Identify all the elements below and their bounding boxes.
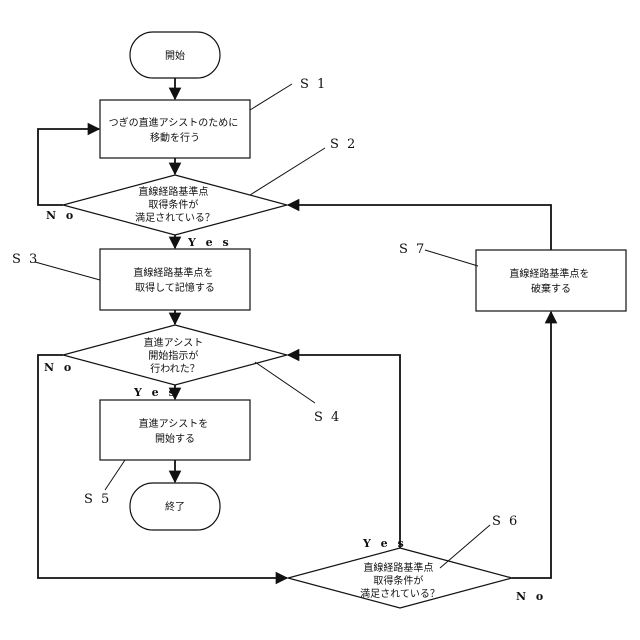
s1-leader-line <box>250 84 292 110</box>
s5-leader-line <box>105 460 125 490</box>
arrow-s6-yes-to-s4 <box>288 355 400 548</box>
s3-leader-line <box>35 262 100 280</box>
s4-yes-label: Y e s <box>133 386 178 399</box>
s4-no-label: N o <box>44 361 74 374</box>
s2-no-label: N o <box>46 209 76 222</box>
s3-ref-label: S 3 <box>12 252 39 267</box>
s2-yes-label: Y e s <box>187 236 232 249</box>
s1-process-box <box>100 100 250 158</box>
s3-process-box <box>100 249 250 310</box>
s4-label: 直進アシスト 開始指示が 行われた？ <box>144 336 207 375</box>
s6-leader-line <box>440 525 490 568</box>
s7-process-box <box>476 250 626 311</box>
arrow-s6-no-to-s7 <box>512 312 551 578</box>
s4-leader-line <box>255 362 315 403</box>
s5-ref-label: S 5 <box>84 492 111 507</box>
end-label: 終了 <box>165 500 185 513</box>
s4-ref-label: S 4 <box>314 410 341 425</box>
s7-ref-label: S 7 <box>399 242 426 257</box>
s6-no-label: N o <box>516 590 546 603</box>
s6-ref-label: S 6 <box>492 514 519 529</box>
s2-leader-line <box>250 148 325 195</box>
s6-yes-label: Y e s <box>362 537 407 550</box>
start-label: 開始 <box>165 49 185 62</box>
s7-leader-line <box>425 250 478 266</box>
s5-process-box <box>100 400 250 460</box>
arrow-s2-no-loop-to-s1 <box>38 129 99 205</box>
s1-ref-label: S 1 <box>300 77 327 92</box>
s2-ref-label: S 2 <box>330 137 357 152</box>
